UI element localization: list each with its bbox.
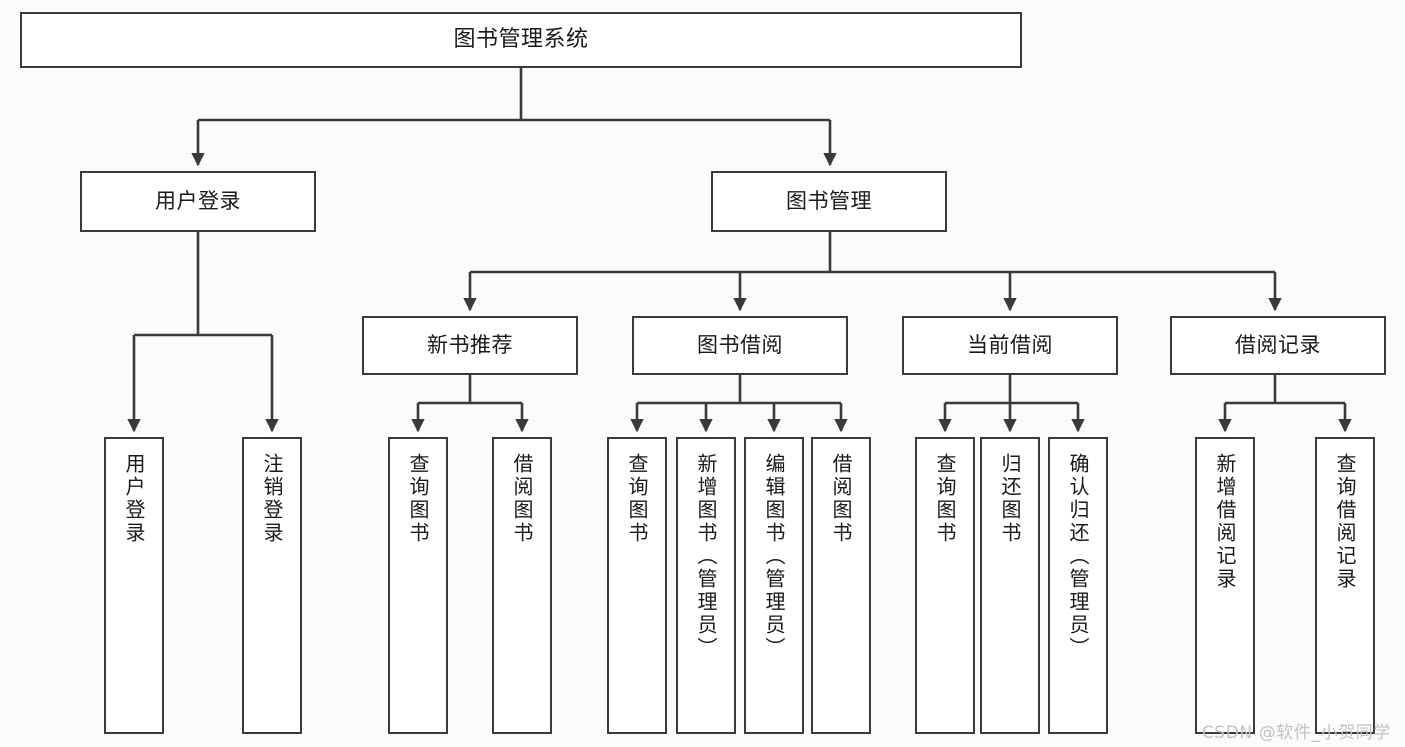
leaf-current-query-book-label: 查询图书 bbox=[933, 453, 957, 545]
leaf-newbook-borrow-book[interactable]: 借阅图书 bbox=[492, 437, 552, 734]
node-new-book-recommend-label: 新书推荐 bbox=[427, 333, 513, 358]
leaf-records-add-record[interactable]: 新增借阅记录 bbox=[1195, 437, 1255, 734]
node-new-book-recommend[interactable]: 新书推荐 bbox=[362, 316, 578, 375]
node-root[interactable]: 图书管理系统 bbox=[20, 12, 1022, 68]
leaf-current-query-book[interactable]: 查询图书 bbox=[915, 437, 975, 734]
leaf-borrow-borrow-book-label: 借阅图书 bbox=[829, 453, 853, 545]
node-book-borrow[interactable]: 图书借阅 bbox=[632, 316, 848, 375]
leaf-logout[interactable]: 注销登录 bbox=[242, 437, 302, 734]
node-book-borrow-label: 图书借阅 bbox=[697, 333, 783, 358]
leaf-current-confirm-return-admin-label: 确认归还（管理员） bbox=[1066, 453, 1090, 660]
leaf-newbook-borrow-book-label: 借阅图书 bbox=[510, 453, 534, 545]
leaf-borrow-query-book[interactable]: 查询图书 bbox=[607, 437, 667, 734]
node-current-borrow[interactable]: 当前借阅 bbox=[902, 316, 1118, 375]
node-book-management-label: 图书管理 bbox=[786, 189, 872, 214]
node-user-login[interactable]: 用户登录 bbox=[80, 171, 316, 232]
leaf-current-confirm-return-admin[interactable]: 确认归还（管理员） bbox=[1048, 437, 1108, 734]
leaf-records-query-record-label: 查询借阅记录 bbox=[1333, 453, 1357, 591]
node-user-login-label: 用户登录 bbox=[155, 189, 241, 214]
leaf-newbook-query-book-label: 查询图书 bbox=[406, 453, 430, 545]
leaf-records-add-record-label: 新增借阅记录 bbox=[1213, 453, 1237, 591]
leaf-logout-label: 注销登录 bbox=[260, 453, 284, 545]
csdn-watermark: CSDN @软件_小贺同学 bbox=[1201, 723, 1391, 743]
leaf-borrow-query-book-label: 查询图书 bbox=[625, 453, 649, 545]
node-current-borrow-label: 当前借阅 bbox=[967, 333, 1053, 358]
leaf-borrow-add-book-admin[interactable]: 新增图书（管理员） bbox=[676, 437, 736, 734]
leaf-current-return-book-label: 归还图书 bbox=[998, 453, 1022, 545]
leaf-current-return-book[interactable]: 归还图书 bbox=[980, 437, 1040, 734]
leaf-borrow-edit-book-admin[interactable]: 编辑图书（管理员） bbox=[744, 437, 804, 734]
leaf-borrow-borrow-book[interactable]: 借阅图书 bbox=[811, 437, 871, 734]
leaf-borrow-add-book-admin-label: 新增图书（管理员） bbox=[694, 453, 718, 660]
leaf-borrow-edit-book-admin-label: 编辑图书（管理员） bbox=[762, 453, 786, 660]
leaf-user-login[interactable]: 用户登录 bbox=[104, 437, 164, 734]
leaf-records-query-record[interactable]: 查询借阅记录 bbox=[1315, 437, 1375, 734]
node-borrow-records[interactable]: 借阅记录 bbox=[1170, 316, 1386, 375]
node-borrow-records-label: 借阅记录 bbox=[1235, 333, 1321, 358]
node-root-label: 图书管理系统 bbox=[453, 27, 589, 53]
leaf-user-login-label: 用户登录 bbox=[122, 453, 146, 545]
node-book-management[interactable]: 图书管理 bbox=[711, 171, 947, 232]
leaf-newbook-query-book[interactable]: 查询图书 bbox=[388, 437, 448, 734]
